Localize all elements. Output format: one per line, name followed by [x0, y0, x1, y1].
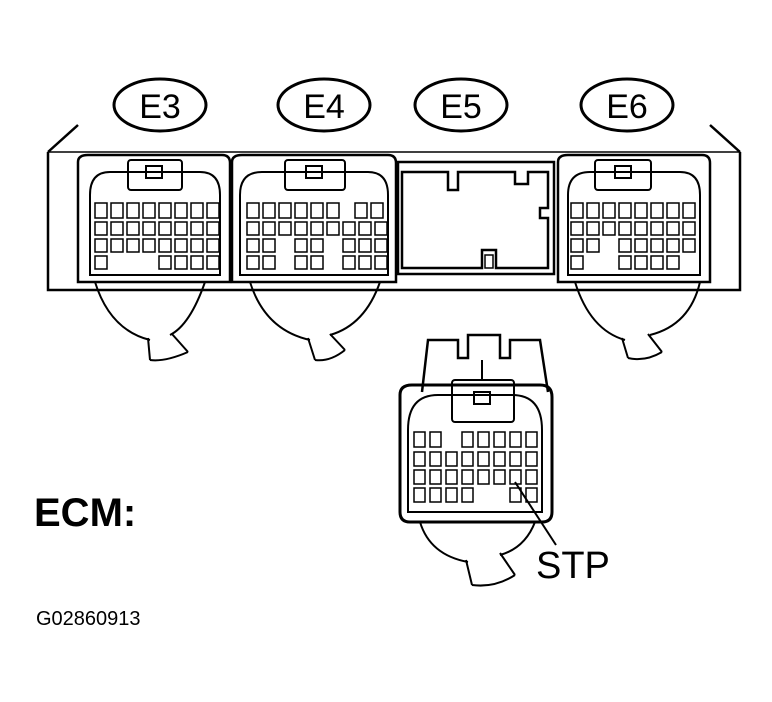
terminal-label-stp: STP [536, 545, 610, 587]
connector-e3 [76, 153, 232, 362]
callout-e6 [579, 77, 675, 133]
label-e3: E3 [139, 88, 181, 126]
connector-detail [398, 333, 554, 587]
figure-id: G02860913 [36, 608, 141, 630]
component-label-ecm: ECM: [34, 491, 136, 535]
terminal-grid [94, 202, 220, 270]
terminal-grid [413, 431, 538, 503]
callout-e5 [413, 77, 509, 133]
label-e4: E4 [303, 88, 345, 126]
connector-e4 [230, 153, 398, 362]
callout-e3 [112, 77, 208, 133]
terminal-grid [570, 202, 696, 270]
stp-leader-line [514, 481, 557, 546]
terminal-grid [246, 202, 388, 270]
label-e6: E6 [606, 88, 648, 126]
callout-e4 [276, 77, 372, 133]
connector-e6 [556, 153, 712, 361]
label-e5: E5 [440, 88, 482, 126]
connector-callouts: E3 E4 E5 E6 [112, 77, 675, 133]
connector-e5 [396, 160, 556, 276]
ecm-housing [46, 124, 742, 292]
